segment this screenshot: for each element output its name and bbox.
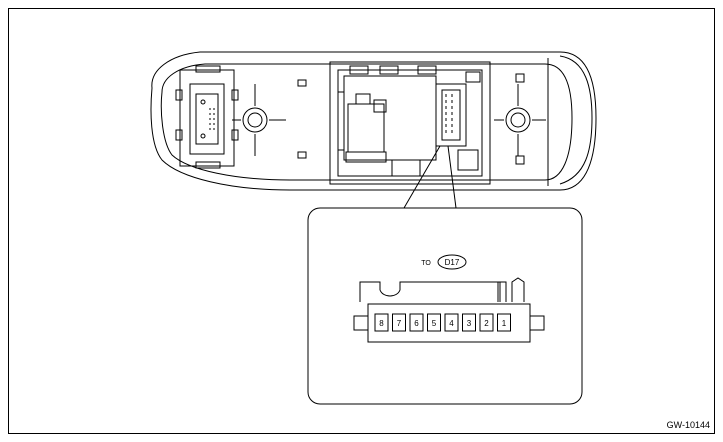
to-label: TO <box>421 260 431 267</box>
connector-callout-box <box>307 207 583 405</box>
pin-number: 8 <box>379 319 384 328</box>
connector-id-oval <box>437 254 467 270</box>
pin-cell <box>462 313 476 332</box>
pin-cell <box>409 313 424 332</box>
pin-cell <box>479 313 494 332</box>
pin-number: 1 <box>502 319 507 328</box>
pin-number: 7 <box>397 319 402 328</box>
leader-lines <box>403 145 457 209</box>
figure-code: GW-10144 <box>667 420 710 430</box>
pin-cell <box>444 313 459 332</box>
pin-cell <box>374 313 389 332</box>
pin-row: 8 7 6 5 4 3 2 1 <box>374 313 511 332</box>
figure-frame <box>8 8 715 434</box>
pin-number: 6 <box>414 319 419 328</box>
pin-cell <box>497 313 511 332</box>
pin-cell <box>392 313 406 332</box>
pin-number: 4 <box>449 319 454 328</box>
pin-number: 3 <box>467 319 472 328</box>
pin-number: 5 <box>432 319 437 328</box>
connector-face <box>353 277 545 343</box>
switch-housing <box>150 51 597 191</box>
pin-number: 2 <box>484 319 489 328</box>
pin-cell <box>427 313 441 332</box>
connector-id-label: D17 <box>445 258 460 267</box>
